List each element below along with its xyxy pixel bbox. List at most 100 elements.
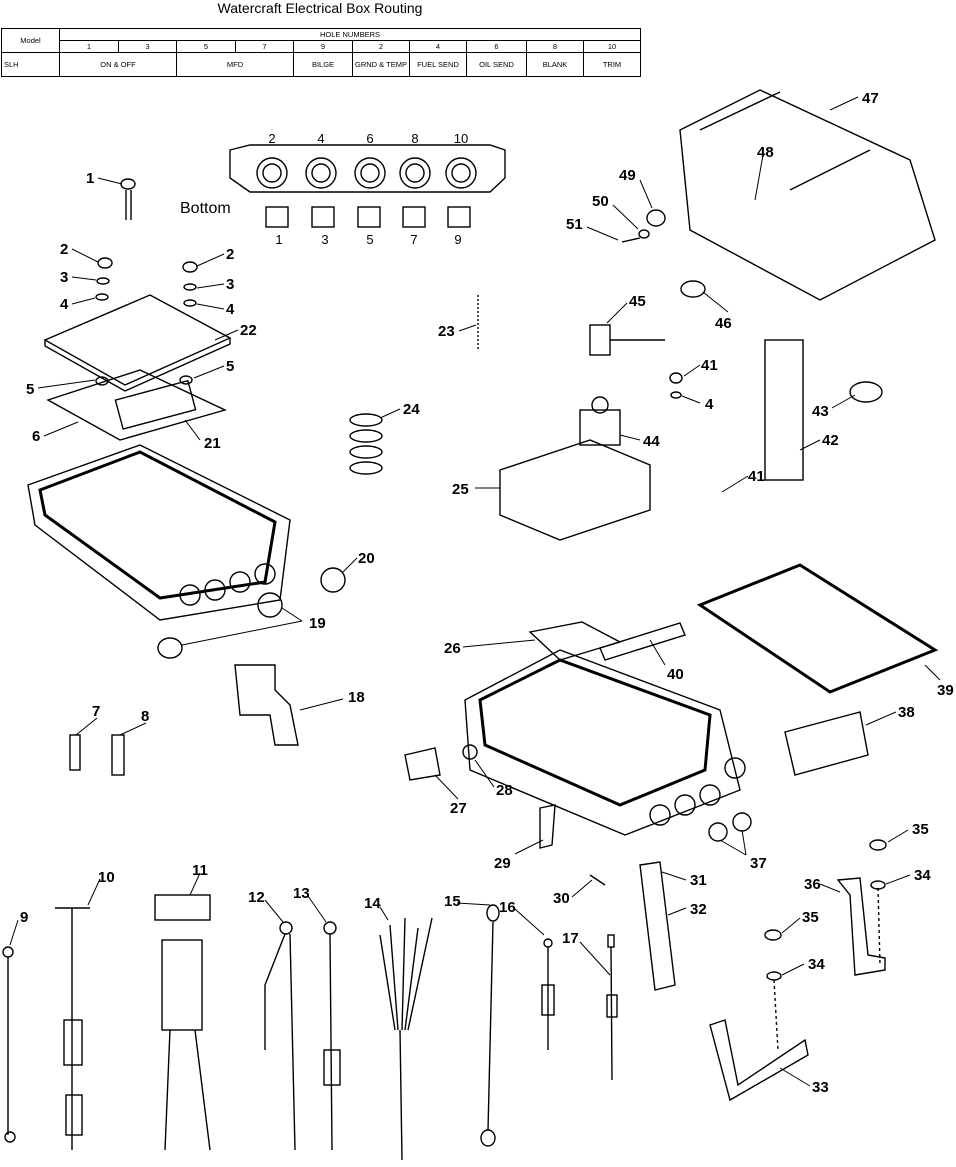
callout-label: 3: [226, 276, 234, 293]
hole-label: 3: [321, 232, 328, 247]
hole-label: 10: [454, 131, 468, 146]
callout-label: 21: [204, 435, 221, 452]
part-41-nut: [669, 372, 683, 384]
right-electrical-box: [464, 649, 746, 836]
callout-label: 19: [309, 615, 326, 632]
route-cell: ON & OFF: [59, 52, 177, 77]
callout-label: 1: [86, 170, 94, 187]
part-34-washer: [870, 880, 886, 890]
part-1-screw: [120, 178, 136, 220]
callout-label: 18: [348, 689, 365, 706]
callout-label: 16: [499, 899, 516, 916]
part-37-plug: [732, 812, 752, 832]
callout-label: 26: [444, 640, 461, 657]
harness-10: [55, 907, 90, 1150]
callout-label: 4: [705, 396, 714, 413]
callout-label: 15: [444, 893, 461, 910]
callout-label: 2: [226, 246, 234, 263]
part-30-pin: [589, 874, 606, 886]
leader-lines: [9, 96, 941, 1087]
part-43-cap: [849, 381, 883, 403]
hole-label: 5: [366, 232, 373, 247]
part-47-box-cover: [679, 89, 936, 301]
part-25-pad: [499, 439, 651, 541]
harness-9: [2, 946, 16, 1143]
part-8-fuse: [111, 734, 125, 776]
callout-label: 13: [293, 885, 310, 902]
callout-label: 4: [226, 301, 235, 318]
route-cell: BLANK: [526, 52, 584, 77]
part-50-washer: [638, 229, 650, 239]
part-37-plug: [708, 822, 728, 842]
route-cell: OIL SEND: [466, 52, 527, 77]
part-24-boot: [349, 413, 383, 475]
callout-label: 17: [562, 930, 579, 947]
callout-label: 44: [643, 433, 660, 450]
callout-label: 3: [60, 269, 68, 286]
callout-label: 51: [566, 216, 583, 233]
part-36-bracket: [836, 877, 886, 976]
part-22-circuit-board: [43, 294, 232, 392]
callout-label: 2: [60, 241, 68, 258]
callout-label: 43: [812, 403, 829, 420]
part-4-washer: [670, 391, 682, 399]
hole-label: 2: [268, 131, 275, 146]
callout-label: 5: [226, 358, 234, 375]
part-44-relay: [579, 396, 621, 446]
hole-label: 4: [317, 131, 324, 146]
callout-label: 30: [553, 890, 570, 907]
callout-label: 50: [592, 193, 609, 210]
callout-label: 27: [450, 800, 467, 817]
callout-label: 20: [358, 550, 375, 567]
callout-label: 4: [60, 296, 69, 313]
hole-label: 7: [410, 232, 417, 247]
callout-label: 47: [862, 90, 879, 107]
callout-label: 7: [92, 703, 100, 720]
callout-label: 34: [914, 867, 931, 884]
hole-label: 1: [275, 232, 282, 247]
harness-15: [480, 904, 500, 1147]
callout-label: 10: [98, 869, 115, 886]
part-46-plug: [680, 280, 706, 298]
part-19-cap: [157, 637, 183, 659]
callout-label: 38: [898, 704, 915, 721]
part-27-connector: [404, 747, 441, 781]
part-35-bolt: [869, 839, 887, 851]
harness-14: [379, 917, 433, 1161]
part-7-fuse: [69, 734, 81, 771]
callout-label: 48: [757, 144, 774, 161]
callout-label: 5: [26, 381, 34, 398]
diagram-title: Watercraft Electrical Box Routing: [217, 0, 423, 16]
hole-label: 9: [454, 232, 461, 247]
part-35-bolt: [764, 929, 782, 941]
part-39-gasket: [696, 563, 939, 694]
callout-label: 37: [750, 855, 767, 872]
part-28-ring: [462, 744, 478, 760]
harness-13: [323, 921, 341, 1151]
nuts-and-washers-left: [95, 257, 198, 386]
part-38-module: [784, 711, 869, 776]
harness-12: [264, 921, 296, 1151]
part-18-bracket: [234, 664, 299, 746]
part-20-grommet: [320, 567, 346, 593]
callout-label: 22: [240, 322, 257, 339]
part-6-plate: [46, 369, 227, 441]
callout-label: 41: [748, 468, 765, 485]
part-33-bracket: [709, 1019, 809, 1102]
callout-label: 29: [494, 855, 511, 872]
hole-label: 6: [366, 131, 373, 146]
callout-label: 28: [496, 782, 513, 799]
part-31-32-strap: [639, 861, 676, 991]
part-26-cover: [528, 621, 622, 661]
bottom-hole-numbers: 2 4 6 8 10 1 3 5 7 9: [268, 131, 468, 247]
callout-label: 32: [690, 901, 707, 918]
bottom-view-connector: [229, 144, 506, 228]
harness-17: [606, 934, 618, 1081]
part-49-seal: [646, 209, 666, 227]
model-cell: SLH: [1, 52, 60, 77]
callout-label: 24: [403, 401, 420, 418]
part-51-screw: [621, 237, 641, 243]
route-cell: TRIM: [582, 52, 642, 77]
callout-label: 35: [802, 909, 819, 926]
callout-label: 11: [192, 862, 208, 879]
